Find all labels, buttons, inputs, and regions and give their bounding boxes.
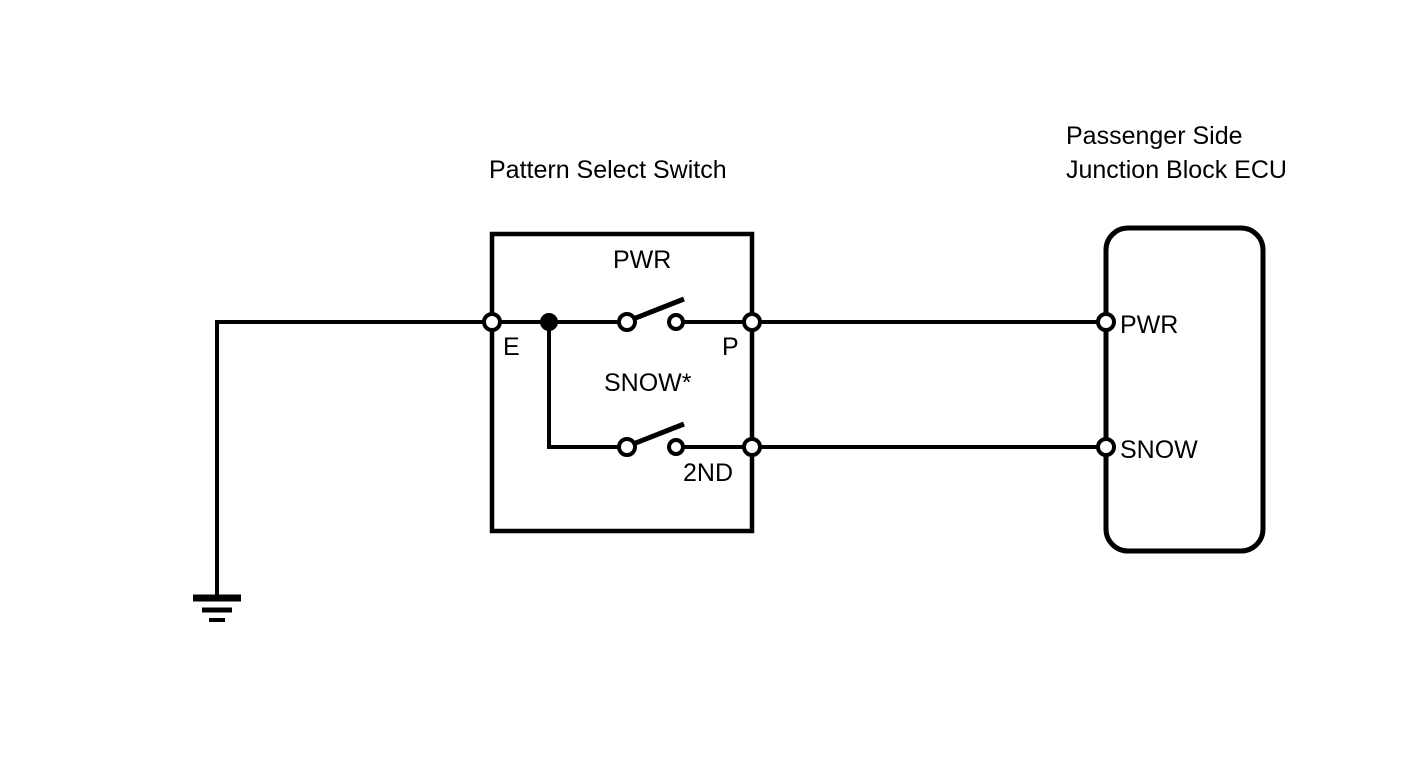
terminal-2nd-label: 2ND — [683, 459, 733, 487]
wire-ground-to-e — [215, 320, 494, 600]
ecu-title-line-2: Junction Block ECU — [1066, 156, 1287, 184]
terminal-p-icon[interactable] — [742, 312, 762, 332]
snow-switch-contact[interactable] — [617, 421, 685, 457]
pattern-select-switch-title: Pattern Select Switch — [489, 156, 727, 184]
ecu-terminal-snow-icon[interactable] — [1096, 437, 1116, 457]
terminal-p-label: P — [722, 333, 739, 361]
snow-switch-blade — [627, 421, 685, 449]
ecu-terminal-snow-label: SNOW — [1120, 436, 1198, 464]
pwr-contact-label: PWR — [613, 246, 671, 274]
wire-group — [215, 320, 1108, 600]
pwr-switch-pivot-icon — [617, 312, 637, 332]
ecu-terminal-pwr-label: PWR — [1120, 311, 1178, 339]
terminal-e-icon[interactable] — [482, 312, 502, 332]
pwr-switch-blade — [627, 296, 685, 324]
snow-switch-pivot-icon — [617, 437, 637, 457]
ground-symbol — [193, 594, 241, 622]
pattern-select-switch-box — [489, 231, 755, 534]
ecu-title-line-1: Passenger Side — [1066, 122, 1243, 150]
pwr-switch-contact-icon — [667, 313, 685, 331]
pwr-switch-contact[interactable] — [617, 296, 685, 332]
snow-switch-contact-icon — [667, 438, 685, 456]
terminal-e-label: E — [503, 333, 520, 361]
junction-block-ecu-box — [1103, 225, 1266, 554]
terminal-2nd-icon[interactable] — [742, 437, 762, 457]
ecu-terminal-pwr-icon[interactable] — [1096, 312, 1116, 332]
snow-contact-label: SNOW* — [604, 369, 692, 397]
wire-junction-to-snow-pivot — [547, 320, 629, 449]
junction-dot-icon — [540, 313, 558, 331]
